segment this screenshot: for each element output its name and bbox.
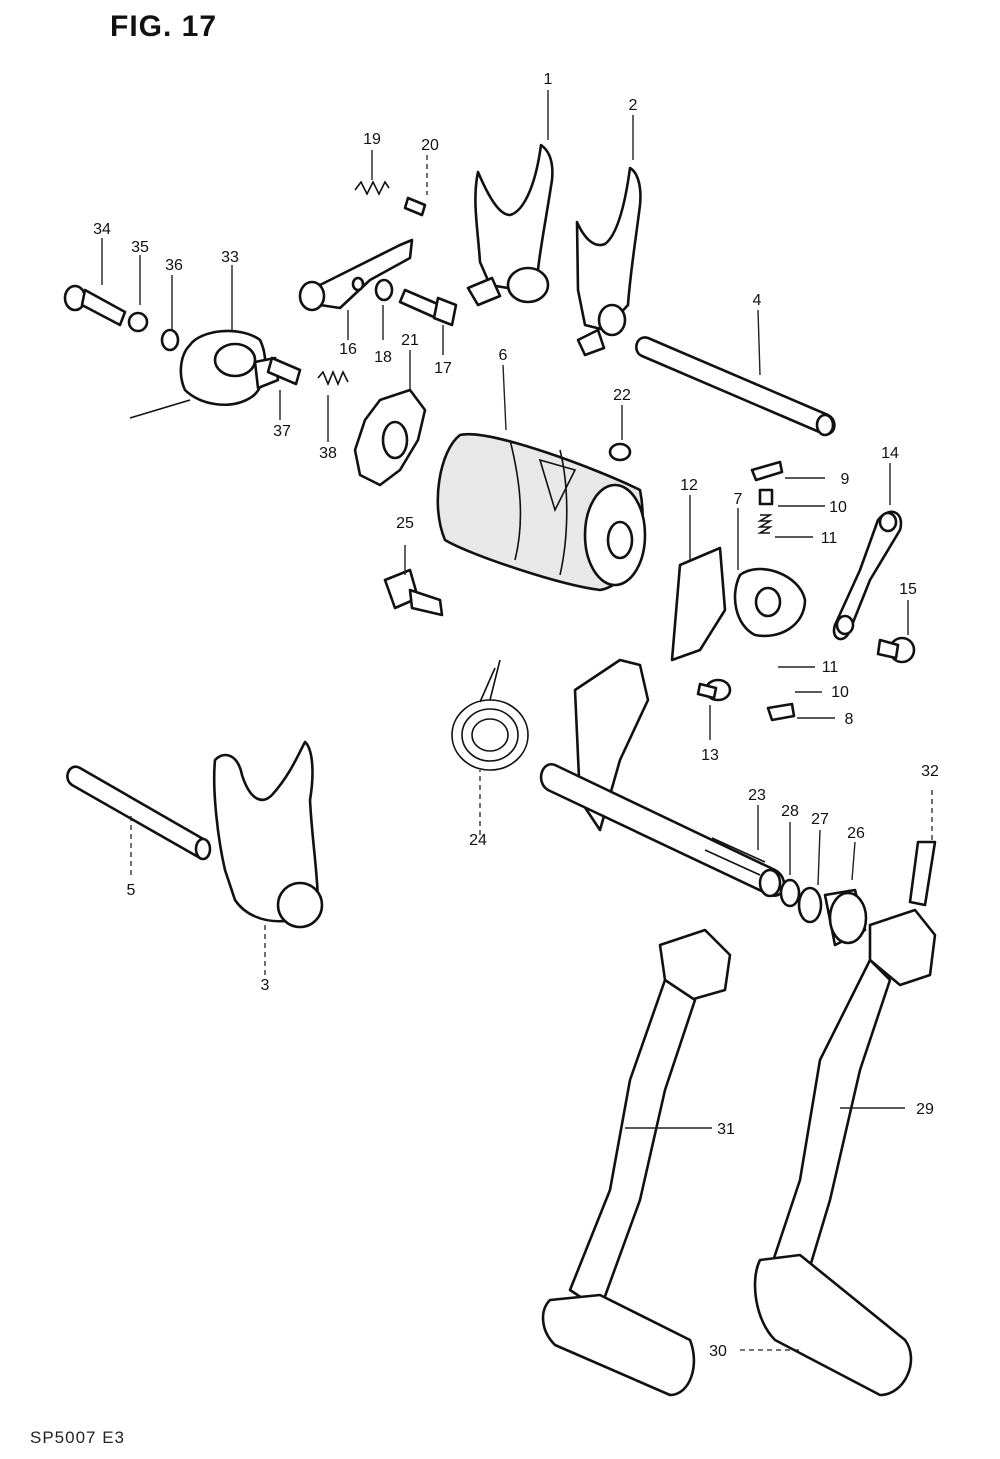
- callout-12: 12: [680, 477, 698, 494]
- callout-3: 3: [261, 977, 270, 994]
- callout-10-upper: 10: [829, 499, 847, 516]
- shift-fork-1-drawing: [466, 143, 554, 307]
- washer-18-drawing: [374, 278, 394, 302]
- callout-6: 6: [499, 347, 508, 364]
- callout-34: 34: [93, 221, 111, 238]
- callout-10-lower: 10: [831, 684, 849, 701]
- callout-16: 16: [339, 341, 357, 358]
- bolt-34-drawing: [63, 284, 127, 327]
- callout-33: 33: [221, 249, 239, 266]
- callout-35: 35: [131, 239, 149, 256]
- spring-19-drawing: [354, 180, 390, 196]
- fork-shaft-4-drawing: [635, 336, 836, 437]
- callout-25: 25: [396, 515, 414, 532]
- callout-32: 32: [921, 763, 939, 780]
- callout-7: 7: [734, 491, 743, 508]
- callout-20: 20: [421, 137, 439, 154]
- pin-22-drawing: [608, 442, 632, 462]
- callout-31: 31: [717, 1121, 735, 1138]
- leader-lines: [101, 90, 933, 1351]
- spring-11-drawing: [757, 514, 773, 534]
- spring-38-drawing: [317, 369, 349, 387]
- callout-38: 38: [319, 445, 337, 462]
- callout-9: 9: [841, 471, 850, 488]
- fork-shaft-5-drawing: [66, 765, 212, 861]
- callout-29: 29: [916, 1101, 934, 1118]
- gasket-36-drawing: [160, 328, 180, 352]
- callout-15: 15: [899, 581, 917, 598]
- bolt-17-drawing: [398, 288, 458, 327]
- callout-8: 8: [845, 711, 854, 728]
- shift-fork-2-drawing: [575, 166, 642, 357]
- callout-18: 18: [374, 349, 392, 366]
- callout-5: 5: [127, 882, 136, 899]
- callout-4: 4: [753, 292, 762, 309]
- gearshift-lever-31-drawing: [541, 928, 732, 1397]
- gearshift-lever-29-drawing: [753, 908, 937, 1397]
- washer-35-drawing: [127, 311, 149, 333]
- pawl-8-drawing: [766, 702, 796, 722]
- pin-37-drawing: [266, 356, 302, 386]
- callout-24: 24: [469, 832, 487, 849]
- callout-14: 14: [881, 445, 899, 462]
- callout-2: 2: [629, 97, 638, 114]
- washer-27-drawing: [797, 886, 823, 924]
- callout-27: 27: [811, 811, 829, 828]
- callout-labels: 1 2 3 4 5 6 7 8 9 10 10 11 11 12 13 14 1…: [93, 71, 939, 1360]
- callout-30: 30: [709, 1343, 727, 1360]
- neutral-switch-25-drawing: [383, 568, 444, 617]
- figure-title: FIG. 17: [110, 10, 218, 43]
- cam-stopper-plate-21-drawing: [353, 388, 427, 487]
- callout-28: 28: [781, 803, 799, 820]
- circlip-28-drawing: [779, 878, 801, 908]
- callout-22: 22: [613, 387, 631, 404]
- callout-23: 23: [748, 787, 766, 804]
- callout-11-upper: 11: [821, 530, 838, 547]
- link-plate-14-drawing: [832, 510, 903, 641]
- pin-20-drawing: [403, 196, 427, 217]
- callout-37: 37: [273, 423, 291, 440]
- pawl-lifter-12-drawing: [670, 546, 727, 662]
- callout-1: 1: [544, 71, 553, 88]
- screw-15-drawing: [876, 636, 916, 664]
- drawing-code: SP5007 E3: [30, 1428, 126, 1447]
- shift-fork-3-drawing: [212, 740, 324, 929]
- return-spring-24-drawing: [451, 659, 529, 771]
- callout-36: 36: [165, 257, 183, 274]
- neutral-switch-housing-33-drawing: [129, 329, 280, 419]
- gearshift-shaft-23-drawing: [539, 658, 786, 898]
- pin-10-drawing: [758, 488, 774, 506]
- bolt-32-drawing: [908, 840, 937, 907]
- callout-17: 17: [434, 360, 452, 377]
- callout-26: 26: [847, 825, 865, 842]
- screw-13-drawing: [696, 678, 732, 702]
- callout-19: 19: [363, 131, 381, 148]
- callout-11-lower: 11: [822, 659, 839, 676]
- cam-stopper-arm-16-drawing: [298, 238, 414, 312]
- pawl-9-drawing: [750, 460, 784, 482]
- gearshift-cam-drum-6-drawing: [436, 432, 647, 592]
- callout-13: 13: [701, 747, 719, 764]
- pawl-holder-7-drawing: [733, 567, 807, 638]
- oil-seal-26-drawing: [823, 888, 868, 947]
- callout-21: 21: [401, 332, 419, 349]
